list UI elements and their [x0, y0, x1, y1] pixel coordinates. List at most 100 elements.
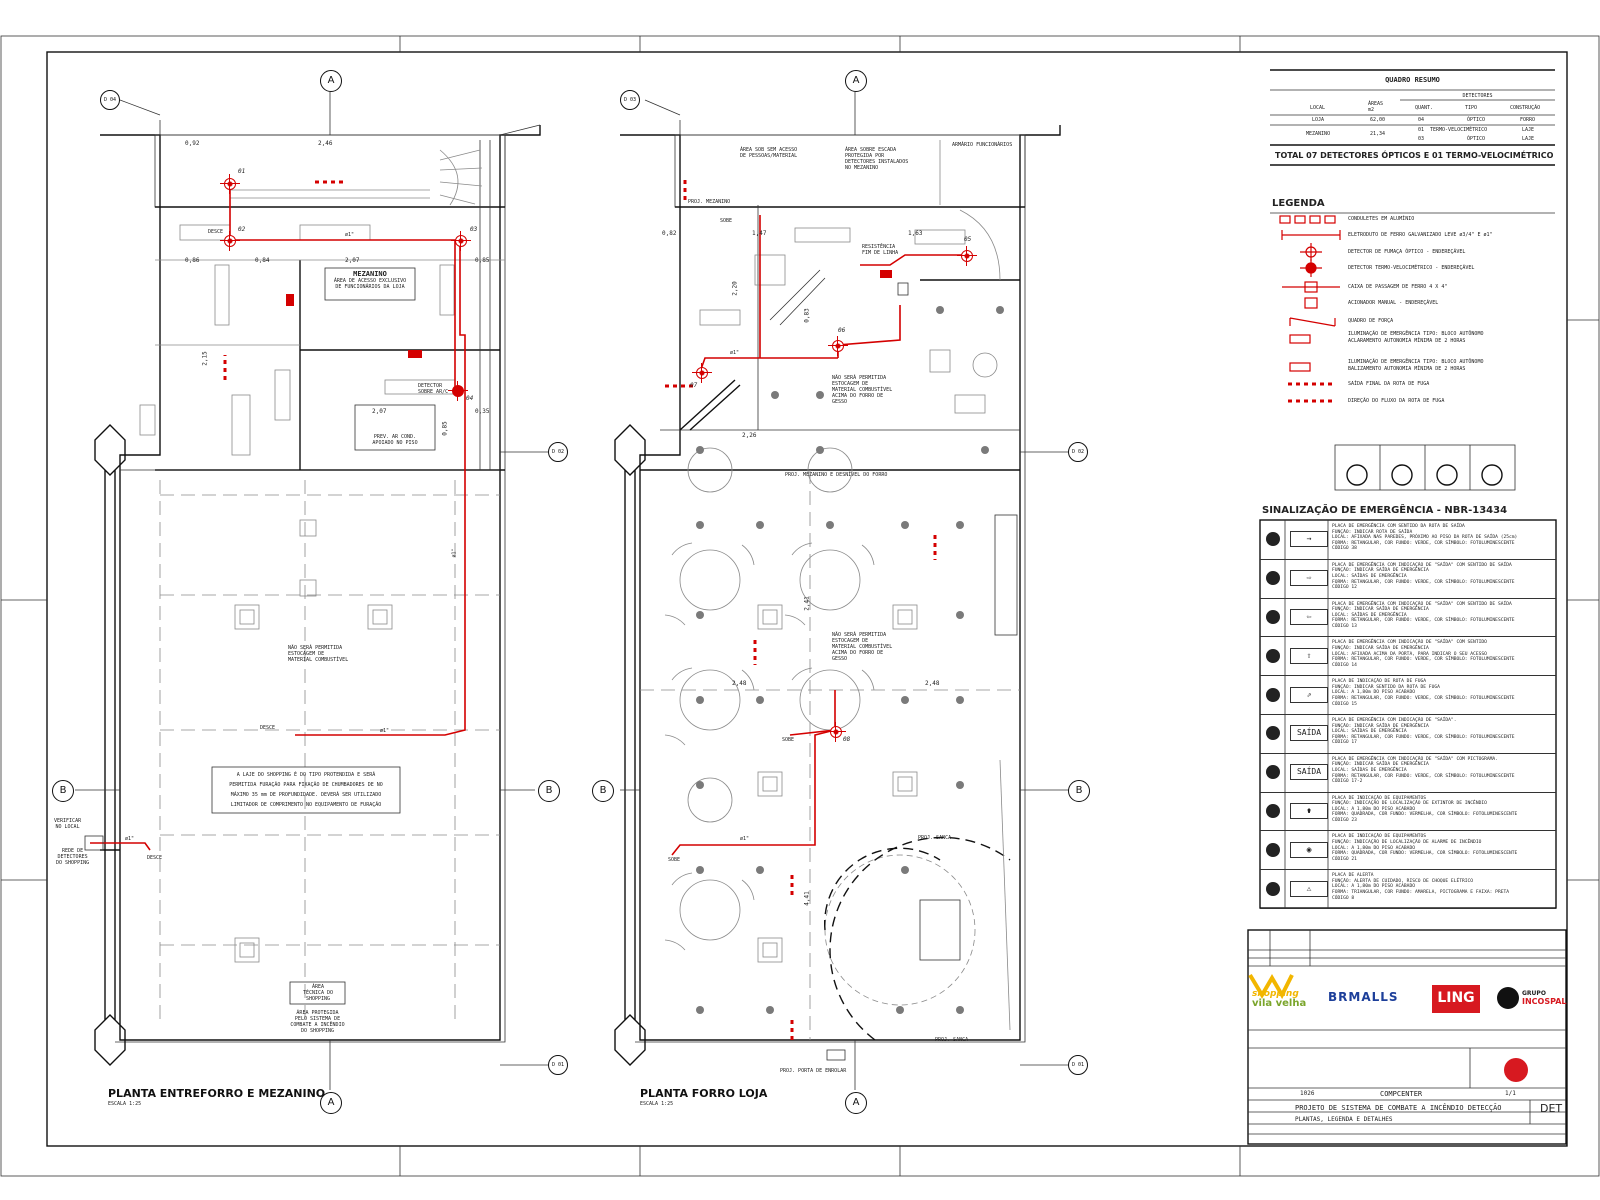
conduit-label-1: ø1"	[345, 232, 355, 238]
signage-line: FORMA: RETANGULAR, COR FUNDO: VERDE, COR…	[1332, 734, 1515, 740]
detector-03-label: 03	[470, 226, 478, 233]
detector-08[interactable]	[826, 722, 846, 742]
sobe-label-2: SOBE	[782, 737, 795, 743]
signage-line: FORMA: QUADRADA, COR FUNDO: VERMELHA, CO…	[1332, 812, 1518, 818]
signage-line: CÓDIGO 14	[1332, 662, 1357, 668]
signage-line: FUNÇÃO: INDICAR SAÍDA DE EMERGÊNCIA	[1332, 762, 1429, 768]
detector-08-label: 08	[843, 736, 851, 743]
title-job-no: 1026	[1300, 1090, 1315, 1097]
signage-line: PLACA DE EMERGÊNCIA COM INDICAÇÃO DE "SA…	[1332, 718, 1457, 723]
signage-symbol: ⇧	[1290, 647, 1328, 664]
axis-d02-left: D 02	[548, 442, 568, 462]
signage-symbol: ◉	[1290, 841, 1328, 858]
logo-brmalls: BRMALLS	[1328, 990, 1399, 1004]
signage-round-icon	[1266, 842, 1280, 857]
area-protegida-note: ÁREA PROTEGIDA PELO SISTEMA DE COMBATE A…	[290, 1010, 345, 1034]
detector-06[interactable]	[828, 336, 848, 356]
legend-item: ACIONADOR MANUAL - ENDEREÇÁVEL	[1348, 300, 1439, 306]
detector-02[interactable]	[220, 231, 240, 251]
signage-text: PLACA DE EMERGÊNCIA COM INDICAÇÃO DE "SA…	[1332, 757, 1554, 785]
left-conduit	[229, 182, 466, 736]
logo-shopping-vila-velha	[1248, 973, 1294, 1000]
signage-line: PLACA DE EMERGÊNCIA COM INDICAÇÃO DE "SA…	[1332, 562, 1512, 568]
left-no-storage-note: NÃO SERÁ PERMITIDA ESTOCAGEM DE MATERIAL…	[288, 645, 349, 663]
signage-row: ⇧ PLACA DE EMERGÊNCIA COM INDICAÇÃO DE "S…	[1260, 636, 1556, 677]
conduit-label-2: ø1"	[380, 728, 390, 734]
signage-line: CÓDIGO 17	[1332, 740, 1357, 746]
mezanino-note: MEZANINO ÁREA DE ACESSO EXCLUSIVO DE FUN…	[333, 270, 407, 290]
left-diffusers	[234, 519, 393, 963]
dim: 2,46	[318, 140, 333, 147]
signage-line: FUNÇÃO: INDICAR SENTIDO DA ROTA DE FUGA	[1332, 684, 1440, 690]
signage-line: PLACA DE INDICAÇÃO DE EQUIPAMENTOS	[1332, 795, 1427, 801]
signage-text: PLACA DE EMERGÊNCIA COM INDICAÇÃO DE "SA…	[1332, 640, 1554, 668]
legend-item: DETECTOR DE FUMAÇA ÓPTICO - ENDEREÇÁVEL	[1348, 249, 1466, 255]
signage-line: CÓDIGO 13	[1332, 623, 1357, 629]
prev-ar-box	[354, 404, 436, 451]
area-tecnica-note: ÁREA TÉCNICA DO SHOPPING	[302, 984, 334, 1002]
detector-01[interactable]	[220, 174, 240, 194]
signage-line: PLACA DE ALERTA	[1332, 873, 1374, 879]
signage-line: CÓDIGO 21	[1332, 856, 1357, 862]
detector-04[interactable]	[448, 381, 468, 401]
signage-line: FORMA: RETANGULAR, COR FUNDO: VERDE, COR…	[1332, 657, 1515, 663]
signage-symbol: ⚱	[1290, 802, 1328, 819]
signage-line: CÓDIGO 12	[1332, 585, 1357, 591]
right-diffusers	[757, 604, 918, 963]
signage-line: LOCAL: SAÍDAS DE EMERGÊNCIA	[1332, 612, 1407, 618]
dim: 2,07	[345, 257, 360, 264]
dim: 2,48	[925, 680, 940, 687]
title-code: DET	[1540, 1102, 1563, 1115]
signage-rows: →PLACA DE EMERGÊNCIA COM SENTIDO DA ROTA…	[1260, 520, 1556, 909]
signage-symbol: ⇦	[1290, 608, 1328, 625]
signage-line: FORMA: QUADRADA, COR FUNDO: VERMELHA, CO…	[1332, 851, 1518, 857]
signage-line: FUNÇÃO: INDICAR ROTA DE SAÍDA	[1332, 529, 1413, 535]
detector-04-label: 04	[466, 395, 474, 402]
logo-ling: LING	[1437, 990, 1475, 1006]
signage-line: FORMA: RETANGULAR, COR FUNDO: VERDE, COR…	[1332, 579, 1515, 585]
detector-07[interactable]	[692, 363, 712, 383]
right-plan-scale: ESCALA 1:25	[640, 1101, 674, 1107]
desce-label-2: DESCE	[260, 725, 276, 731]
dim: 2,15	[201, 351, 209, 366]
detector-03[interactable]	[451, 231, 471, 251]
signage-round-icon	[1266, 532, 1280, 547]
legend-item: CONDULETES EM ALUMÍNIO	[1348, 216, 1415, 222]
signage-line: LOCAL: A 1,80m DO PISO ACABADO	[1332, 690, 1415, 696]
signage-line: CÓDIGO 15	[1332, 701, 1357, 707]
dim: 0,82	[662, 230, 677, 237]
signage-row: SAÍDA PLACA DE EMERGÊNCIA COM INDICAÇÃO D…	[1260, 714, 1556, 754]
axis-d02-right: D 02	[1068, 442, 1088, 462]
detector-01-label: 01	[238, 168, 246, 175]
legend-item: ILUMINAÇÃO DE EMERGÊNCIA TIPO: BLOCO AUT…	[1348, 331, 1484, 344]
right-conduit-bottom	[671, 729, 836, 856]
area-tecnica-box	[289, 981, 346, 1005]
plan-entreforro-mezanino	[75, 92, 550, 1090]
signage-line: FORMA: RETANGULAR, COR FUNDO: VERDE, COR…	[1332, 540, 1515, 546]
signage-symbol: ⇨	[1290, 570, 1328, 587]
signage-round-icon	[1266, 609, 1280, 624]
legend-item: SAÍDA FINAL DA ROTA DE FUGA	[1348, 381, 1430, 387]
signage-line: CÓDIGO 8	[1332, 895, 1355, 901]
signage-line: CÓDIGO 23	[1332, 817, 1357, 823]
signage-line: PLACA DE EMERGÊNCIA COM INDICAÇÃO DE "SA…	[1332, 640, 1487, 646]
desce-label-1: DESCE	[147, 855, 163, 861]
axis-b-2: B	[538, 780, 560, 802]
prev-ar-note: PREV. AR COND. APOIADO NO PISO	[372, 434, 418, 446]
signage-title: SINALIZAÇÃO DE EMERGÊNCIA - NBR-13434	[1262, 505, 1508, 516]
dim: 0,85	[441, 421, 449, 436]
right-furniture	[699, 227, 998, 414]
signage-line: LOCAL: AFIXADA ACIMA DA PORTA, PARA INDI…	[1332, 651, 1487, 657]
axis-d01-left: D 01	[548, 1055, 568, 1075]
signage-round-icon	[1266, 765, 1280, 780]
detector-05[interactable]	[957, 246, 977, 266]
signage-symbol: SAÍDA	[1290, 725, 1328, 742]
signage-line: FUNÇÃO: INDICAR SAÍDA DE EMERGÊNCIA	[1332, 568, 1429, 574]
signage-line: PLACA DE EMERGÊNCIA COM INDICAÇÃO DE "SA…	[1332, 756, 1498, 762]
axis-b-1: B	[52, 780, 74, 802]
sobe-label-3: SOBE	[668, 857, 681, 863]
signage-line: FUNÇÃO: INDICAR SAÍDA DE EMERGÊNCIA	[1332, 645, 1429, 651]
signage-line: FUNÇÃO: INDICAR SAÍDA DE EMERGÊNCIA	[1332, 723, 1429, 729]
